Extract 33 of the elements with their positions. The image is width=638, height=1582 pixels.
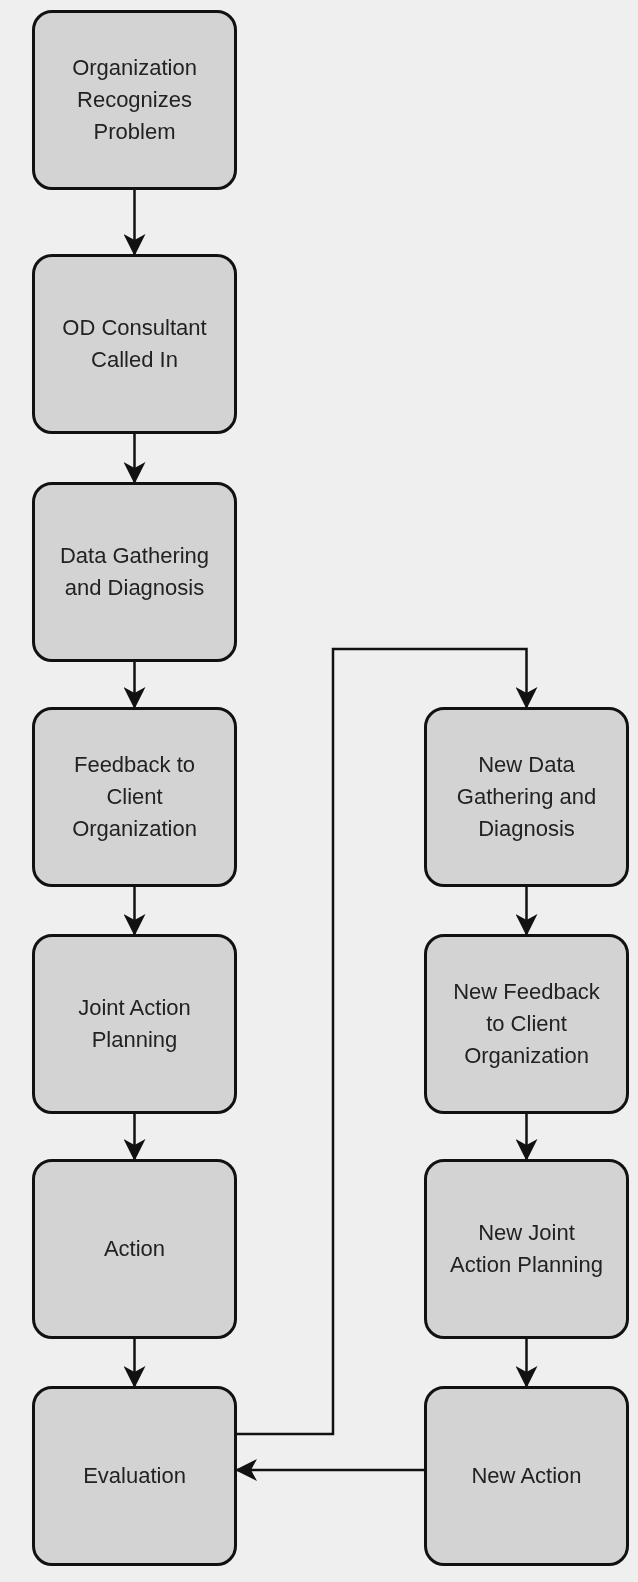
step-label: Evaluation <box>83 1462 186 1490</box>
step-label: Joint Action Planning <box>77 994 192 1054</box>
arrow <box>123 887 146 936</box>
process-box <box>424 934 629 1114</box>
arrow <box>237 647 538 1436</box>
step-label: Organization Recognizes Problem <box>71 54 198 146</box>
process-box <box>32 10 237 190</box>
process-box <box>32 482 237 662</box>
process-box <box>424 1159 629 1339</box>
step-label: Action <box>103 1235 166 1263</box>
step-label: New Joint Action Planning <box>449 1219 604 1279</box>
process-box <box>32 1159 237 1339</box>
process-box <box>424 1386 629 1566</box>
step-label: Data Gathering and Diagnosis <box>58 542 211 602</box>
arrow <box>123 662 146 709</box>
arrow <box>235 1459 424 1481</box>
process-box <box>32 707 237 887</box>
arrow <box>123 1339 146 1388</box>
process-box <box>32 254 237 434</box>
process-box <box>32 934 237 1114</box>
arrow <box>515 1114 538 1161</box>
step-label: Feedback to Client Organization <box>71 751 198 843</box>
process-box <box>32 1386 237 1566</box>
step-label: OD Consultant Called In <box>61 314 208 374</box>
step-label: New Action <box>471 1462 582 1490</box>
arrow <box>123 190 146 256</box>
step-label: New Data Gathering and Diagnosis <box>455 751 598 843</box>
arrow <box>123 434 146 484</box>
arrow <box>515 887 538 936</box>
arrow <box>123 1114 146 1161</box>
step-label: New Feedback to Client Organization <box>452 978 601 1070</box>
process-box <box>424 707 629 887</box>
arrow <box>515 1339 538 1388</box>
